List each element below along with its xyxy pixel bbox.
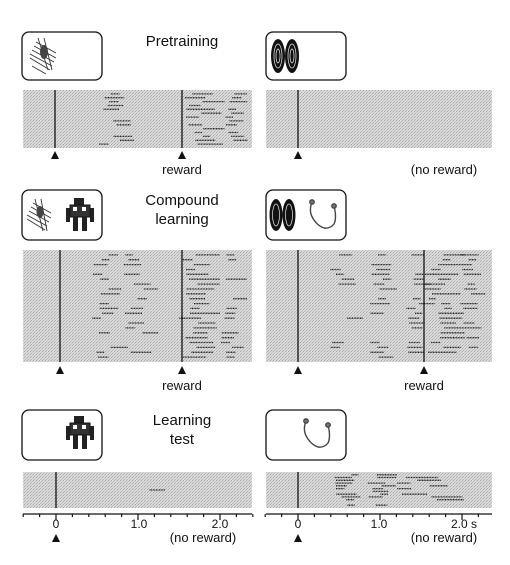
stimulus-onset-marker xyxy=(294,534,302,542)
robot-stimulus-icon xyxy=(66,198,94,231)
reward-label-left: (no reward) xyxy=(170,530,236,545)
section-title-compound-line1: Compound xyxy=(145,192,218,209)
section-title-test-line1: Learning xyxy=(153,412,211,429)
bars-stimulus-icon xyxy=(26,198,52,232)
section-learning-test: Learning test xyxy=(21,409,492,545)
shoes-stimulus-icon xyxy=(271,39,299,73)
hook-stimulus-icon xyxy=(303,418,331,448)
axis-tick-label: 1.0 xyxy=(371,517,388,531)
time-axis-right xyxy=(264,513,492,520)
stimulus-onset-marker xyxy=(294,366,302,374)
stimulus-box-left xyxy=(21,31,103,81)
shoes-stimulus-icon xyxy=(269,199,296,231)
stimulus-onset-marker xyxy=(294,151,302,159)
raster-panel-right xyxy=(266,250,492,362)
axis-tick-label: 0 xyxy=(295,517,302,531)
stimulus-onset-marker xyxy=(51,151,59,159)
axis-tick-label: 0 xyxy=(53,517,60,531)
raster-panel-left xyxy=(23,250,252,362)
stimulus-onset-marker xyxy=(56,366,64,374)
raster-panel-left xyxy=(23,90,252,148)
reward-label-right: reward xyxy=(404,378,444,393)
axis-tick-label: 1.0 xyxy=(131,517,148,531)
spike-raster xyxy=(330,254,486,358)
axis-tick-label: 2.0 xyxy=(212,517,229,531)
raster-panel-right xyxy=(266,90,492,148)
time-axis-left xyxy=(22,513,254,520)
raster-panel-right xyxy=(266,472,492,508)
section-pretraining: Pretraining xyxy=(21,31,492,177)
section-title-test-line2: test xyxy=(170,431,195,448)
raster-panel-left xyxy=(23,472,252,508)
spike-raster xyxy=(99,93,248,145)
section-title-pretraining: Pretraining xyxy=(146,33,219,50)
spike-raster xyxy=(334,474,464,506)
section-title-compound-line2: learning xyxy=(155,211,208,228)
reward-marker xyxy=(178,151,186,159)
bars-stimulus-icon xyxy=(29,37,57,75)
reward-label-left: reward xyxy=(162,162,202,177)
reward-label-left: reward xyxy=(162,378,202,393)
reward-label-right: (no reward) xyxy=(411,530,477,545)
reward-label-right: (no reward) xyxy=(411,162,477,177)
section-compound-learning: Compound learning xyxy=(21,189,492,393)
axis-tick-label: 2.0 s xyxy=(451,517,477,531)
reward-marker xyxy=(420,366,428,374)
robot-stimulus-icon xyxy=(66,416,94,449)
hook-stimulus-icon xyxy=(309,199,337,229)
stimulus-onset-marker xyxy=(52,534,60,542)
spike-raster xyxy=(92,254,248,358)
stimulus-box-right xyxy=(265,31,347,81)
reward-marker xyxy=(178,366,186,374)
